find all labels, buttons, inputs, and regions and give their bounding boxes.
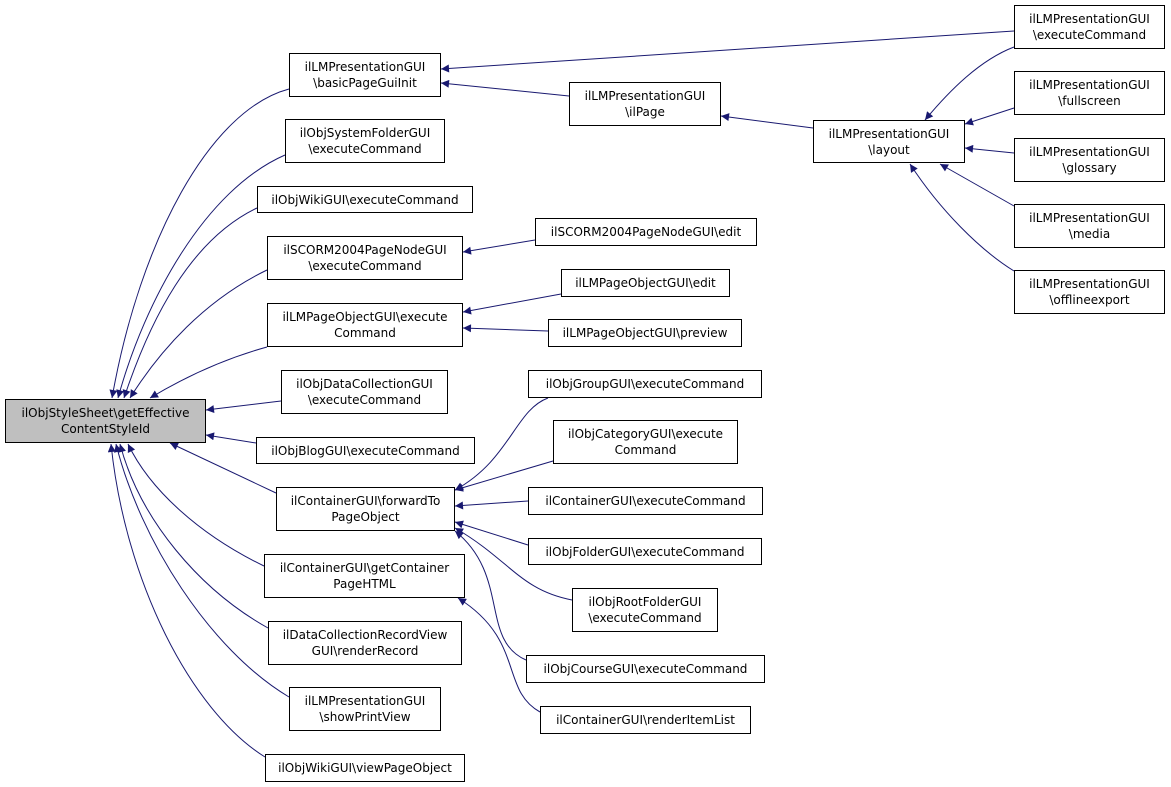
edge-gloss-to-layout [964,144,1015,154]
node-objgroup-executecommand[interactable]: ilObjGroupGUI\executeCommand [528,370,762,398]
node-objrootfolder-executecommand[interactable]: ilObjRootFolderGUI \executeCommand [572,588,718,632]
edge-viewpage-to-root [107,443,266,758]
node-container-renderitemlist[interactable]: ilContainerGUI\renderItemList [540,706,751,734]
edge-ilpage-to-basic [440,79,570,97]
edge-scorm-exec-to-root [129,269,268,399]
node-objfolder-executecommand[interactable]: ilObjFolderGUI\executeCommand [528,538,762,565]
edge-lmpageobj-edit-to-exec [462,293,562,315]
node-scorm2004pagenode-edit[interactable]: ilSCORM2004PageNodeGUI\edit [535,218,757,246]
node-objcourse-executecommand[interactable]: ilObjCourseGUI\executeCommand [526,655,765,683]
edge-media-to-layout [939,163,1015,207]
edge-exec-to-layout [924,46,1015,121]
node-objcategory-executecommand[interactable]: ilObjCategoryGUI\execute Command [553,420,738,464]
node-scorm2004pagenode-executecommand[interactable]: ilSCORM2004PageNodeGUI \executeCommand [267,236,463,280]
edge-blog-to-root [205,432,257,444]
node-container-getcontainerpagehtml[interactable]: ilContainerGUI\getContainer PageHTML [264,554,465,598]
edge-full-to-layout [964,107,1015,126]
node-lmpresentation-basicpageguiinit[interactable]: ilLMPresentationGUI \basicPageGuiInit [289,53,441,97]
edge-dcrecord-to-root [118,443,269,629]
node-lmpageobject-executecommand[interactable]: ilLMPageObjectGUI\execute Command [267,303,463,347]
edge-scorm-edit-to-scorm-exec [462,239,536,255]
edge-lmpageobj-exec-to-root [149,346,268,399]
edge-layout-to-ilpage [720,113,814,129]
edge-render-to-getpage [457,597,541,713]
node-objsystemfolder-executecommand[interactable]: ilObjSystemFolderGUI \executeCommand [285,119,445,163]
edge-offline-to-layout [909,163,1015,272]
node-lmpresentation-executecommand[interactable]: ilLMPresentationGUI \executeCommand [1014,5,1165,49]
node-container-executecommand[interactable]: ilContainerGUI\executeCommand [528,487,763,515]
edge-sysfolder-to-root [116,154,286,399]
node-lmpresentation-glossary[interactable]: ilLMPresentationGUI \glossary [1014,138,1165,182]
node-objdatacollection-executecommand[interactable]: ilObjDataCollectionGUI \executeCommand [281,370,448,414]
node-objblog-executecommand[interactable]: ilObjBlogGUI\executeCommand [256,437,475,464]
node-lmpresentation-layout[interactable]: ilLMPresentationGUI \layout [813,120,965,163]
node-lmpageobject-preview[interactable]: ilLMPageObjectGUI\preview [548,319,742,347]
edge-getpage-to-root [127,443,265,567]
edge-lmpageobj-preview-to-exec [462,324,549,333]
edge-folder-to-forward [454,520,529,546]
edge-container-exec-to-forward [454,500,529,510]
node-objwiki-executecommand[interactable]: ilObjWikiGUI\executeCommand [257,186,473,213]
edge-category-to-forward [454,460,554,492]
node-lmpresentation-media[interactable]: ilLMPresentationGUI \media [1014,204,1165,248]
node-datacollectionrecordview-renderrecord[interactable]: ilDataCollectionRecordView GUI\renderRec… [268,621,462,665]
node-lmpresentation-offlineexport[interactable]: ilLMPresentationGUI \offlineexport [1014,270,1165,314]
node-container-forwardtopageobject[interactable]: ilContainerGUI\forwardTo PageObject [276,487,455,531]
edge-print-to-root [114,443,290,698]
edge-forward-to-root [169,442,277,494]
edge-wiki-exec-to-root [122,207,258,399]
node-lmpageobject-edit[interactable]: ilLMPageObjectGUI\edit [561,269,730,297]
edge-exec-to-basic [440,30,1015,73]
edge-basic-to-root [109,88,290,399]
edge-group-to-forward [454,397,549,491]
node-lmpresentation-fullscreen[interactable]: ilLMPresentationGUI \fullscreen [1014,71,1165,115]
edge-datacoll-to-root [205,400,282,414]
node-lmpresentation-showprintview[interactable]: ilLMPresentationGUI \showPrintView [289,687,441,731]
edge-rootfolder-to-forward [454,527,573,601]
node-ilobjstylesheet-geteffectivecontentstyleid: ilObjStyleSheet\getEffective ContentStyl… [5,399,206,443]
node-objwiki-viewpageobject[interactable]: ilObjWikiGUI\viewPageObject [265,754,465,782]
edge-course-to-forward [454,530,527,661]
node-lmpresentation-ilpage[interactable]: ilLMPresentationGUI \ilPage [569,82,721,126]
